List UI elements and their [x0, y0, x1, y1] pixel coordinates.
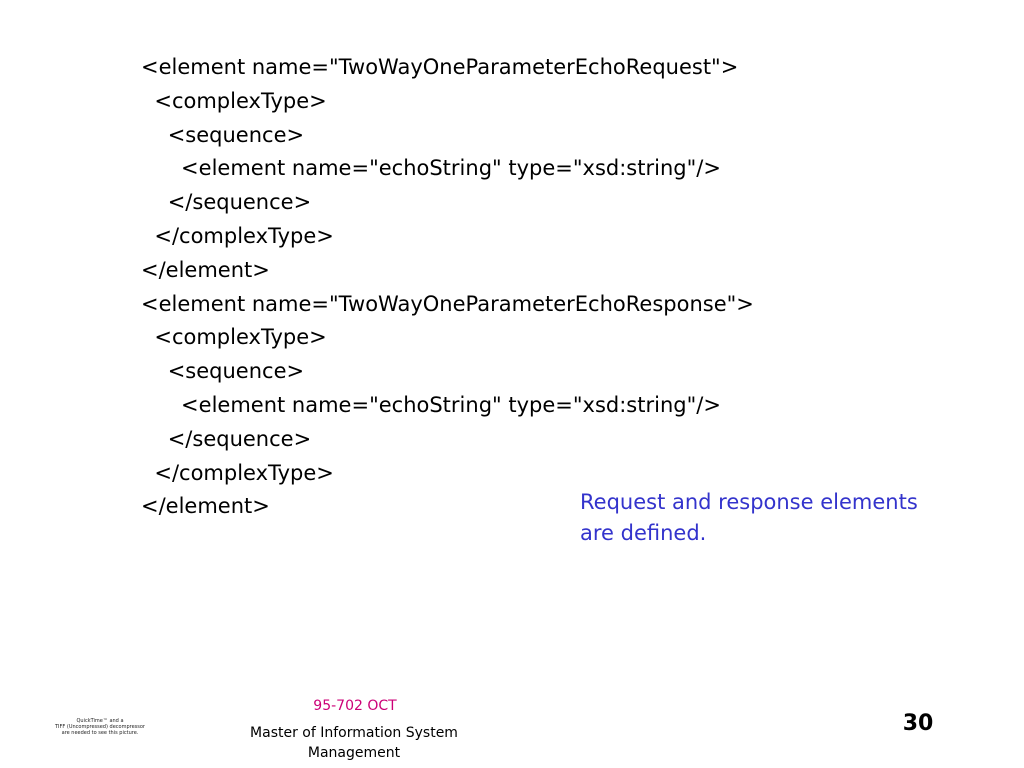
callout-note: Request and response elements are define… — [580, 490, 918, 545]
code-line: </element> — [141, 494, 270, 519]
quicktime-notice-line: QuickTime™ and a — [76, 718, 124, 724]
quicktime-notice-line: TIFF (Uncompressed) decompressor — [55, 724, 145, 730]
program-name: Master of Information System Management — [250, 725, 458, 761]
code-line: <sequence> — [141, 359, 305, 384]
quicktime-notice-line: are needed to see this picture. — [61, 730, 139, 736]
xml-schema-code-block: <element name="TwoWayOneParameterEchoReq… — [141, 51, 754, 524]
code-line: <element name="TwoWayOneParameterEchoReq… — [141, 55, 739, 79]
code-line: </sequence> — [141, 190, 312, 215]
code-line: <element name="echoString" type="xsd:str… — [141, 392, 721, 417]
code-line: </complexType> — [141, 223, 334, 248]
slide-number: 30 — [902, 711, 934, 736]
code-line: </complexType> — [141, 460, 334, 485]
course-code: 95-702 OCT — [313, 698, 397, 714]
code-line: </element> — [141, 257, 270, 282]
code-line: <element name="TwoWayOneParameterEchoRes… — [141, 291, 754, 316]
code-line: <sequence> — [141, 122, 305, 147]
code-line: <element name="echoString" type="xsd:str… — [141, 156, 721, 181]
code-line: <complexType> — [141, 325, 327, 350]
code-line: <complexType> — [141, 88, 327, 113]
quicktime-placeholder-image: QuickTime™ and a TIFF (Uncompressed) dec… — [44, 718, 156, 740]
code-line: </sequence> — [141, 426, 312, 451]
